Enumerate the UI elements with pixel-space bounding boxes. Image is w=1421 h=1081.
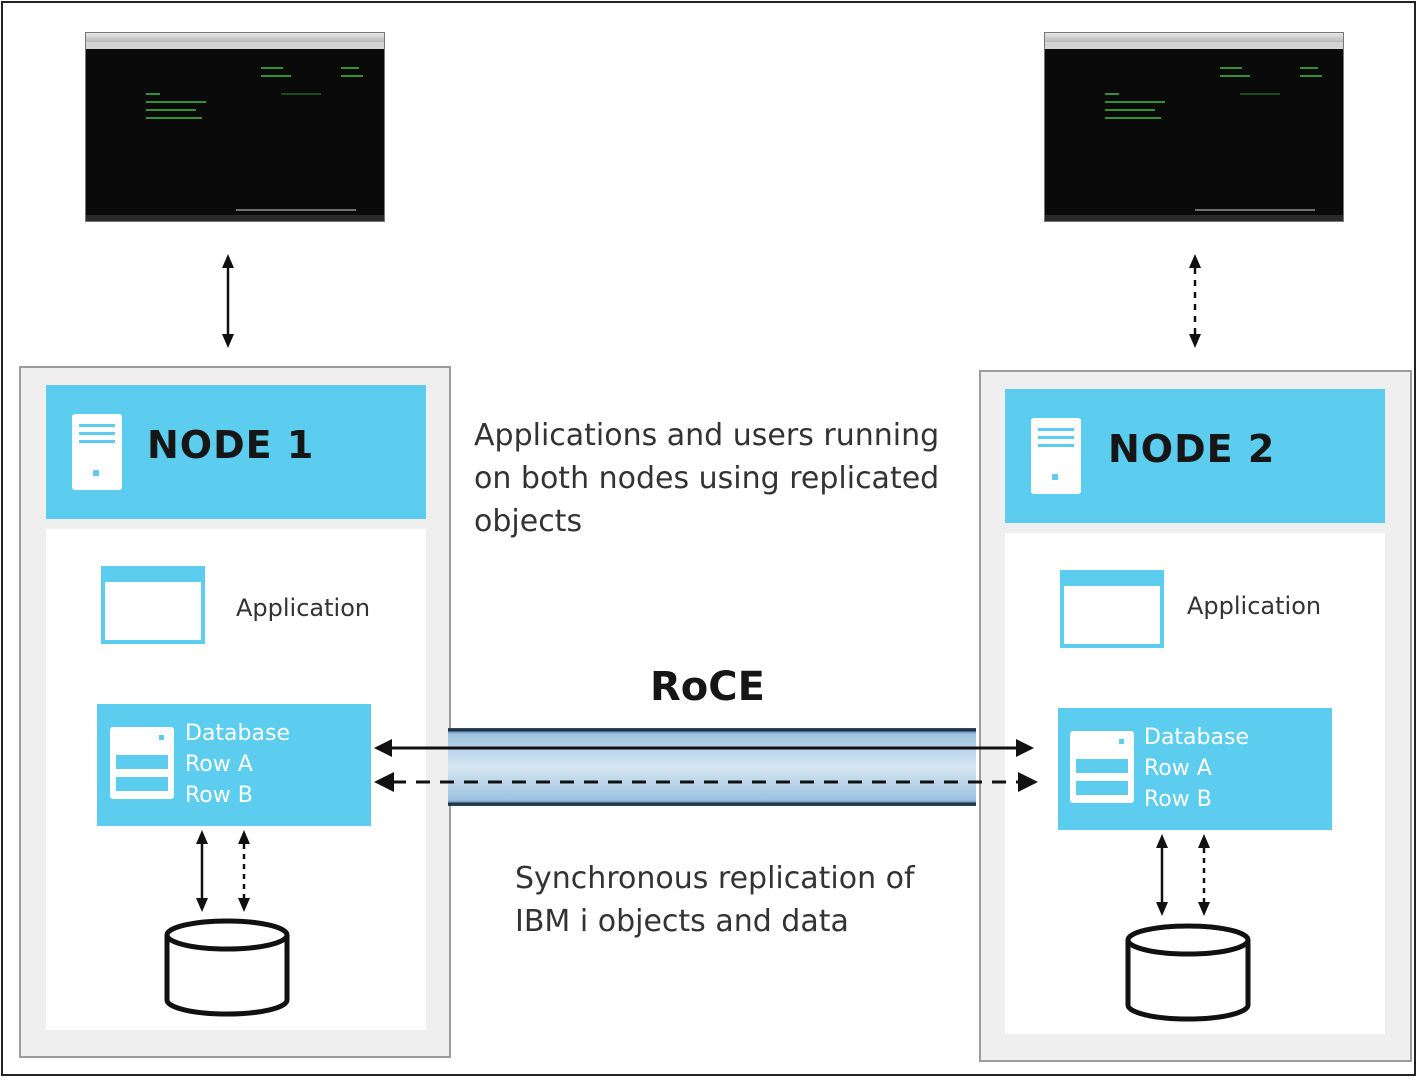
server-icon [1031,418,1081,494]
database-line: Database [1144,725,1249,750]
database-line: Row B [185,783,253,808]
db-disk-arrow-dashed [1198,834,1210,916]
caption-line: objects [474,504,583,539]
database-stack-icon [1070,731,1134,803]
db-disk-arrow-dashed [238,830,250,912]
caption-top: Applications and users running on both n… [474,414,939,543]
application-window-icon [1060,570,1164,648]
application-label: Application [236,594,371,622]
terminal-node2-arrow-dashed [1189,254,1201,348]
database-line: Database [185,721,290,746]
terminal-node1-arrow [222,254,234,348]
server-icon [72,414,122,490]
db-disk-arrow-solid [1156,834,1168,916]
application-label: Application [1187,592,1322,620]
roce-link-pipe [448,728,976,806]
caption-line: Applications and users running [474,418,940,453]
link-label: RoCE [650,664,765,710]
application-window-icon [101,566,205,644]
database-label: Database Row A Row B [185,718,290,811]
database-line: Row A [185,752,253,777]
database-label: Database Row A Row B [1144,722,1249,815]
replication-arrow-solid [374,739,1034,757]
caption-line: Synchronous replication of [515,861,915,896]
database-stack-icon [110,727,174,799]
database-line: Row A [1144,756,1212,781]
caption-bottom: Synchronous replication of IBM i objects… [515,857,915,943]
disk-cylinder-icon [1125,923,1251,1022]
disk-cylinder-icon [164,918,290,1017]
db-disk-arrow-solid [196,830,208,912]
terminal-screen-icon [1044,32,1344,222]
node-title: NODE 1 [147,423,315,467]
caption-line: on both nodes using replicated [474,461,940,496]
node-title: NODE 2 [1108,427,1276,471]
terminal-screen-icon [85,32,385,222]
database-line: Row B [1144,787,1212,812]
replication-arrow-dashed [374,772,1038,792]
caption-line: IBM i objects and data [515,904,849,939]
